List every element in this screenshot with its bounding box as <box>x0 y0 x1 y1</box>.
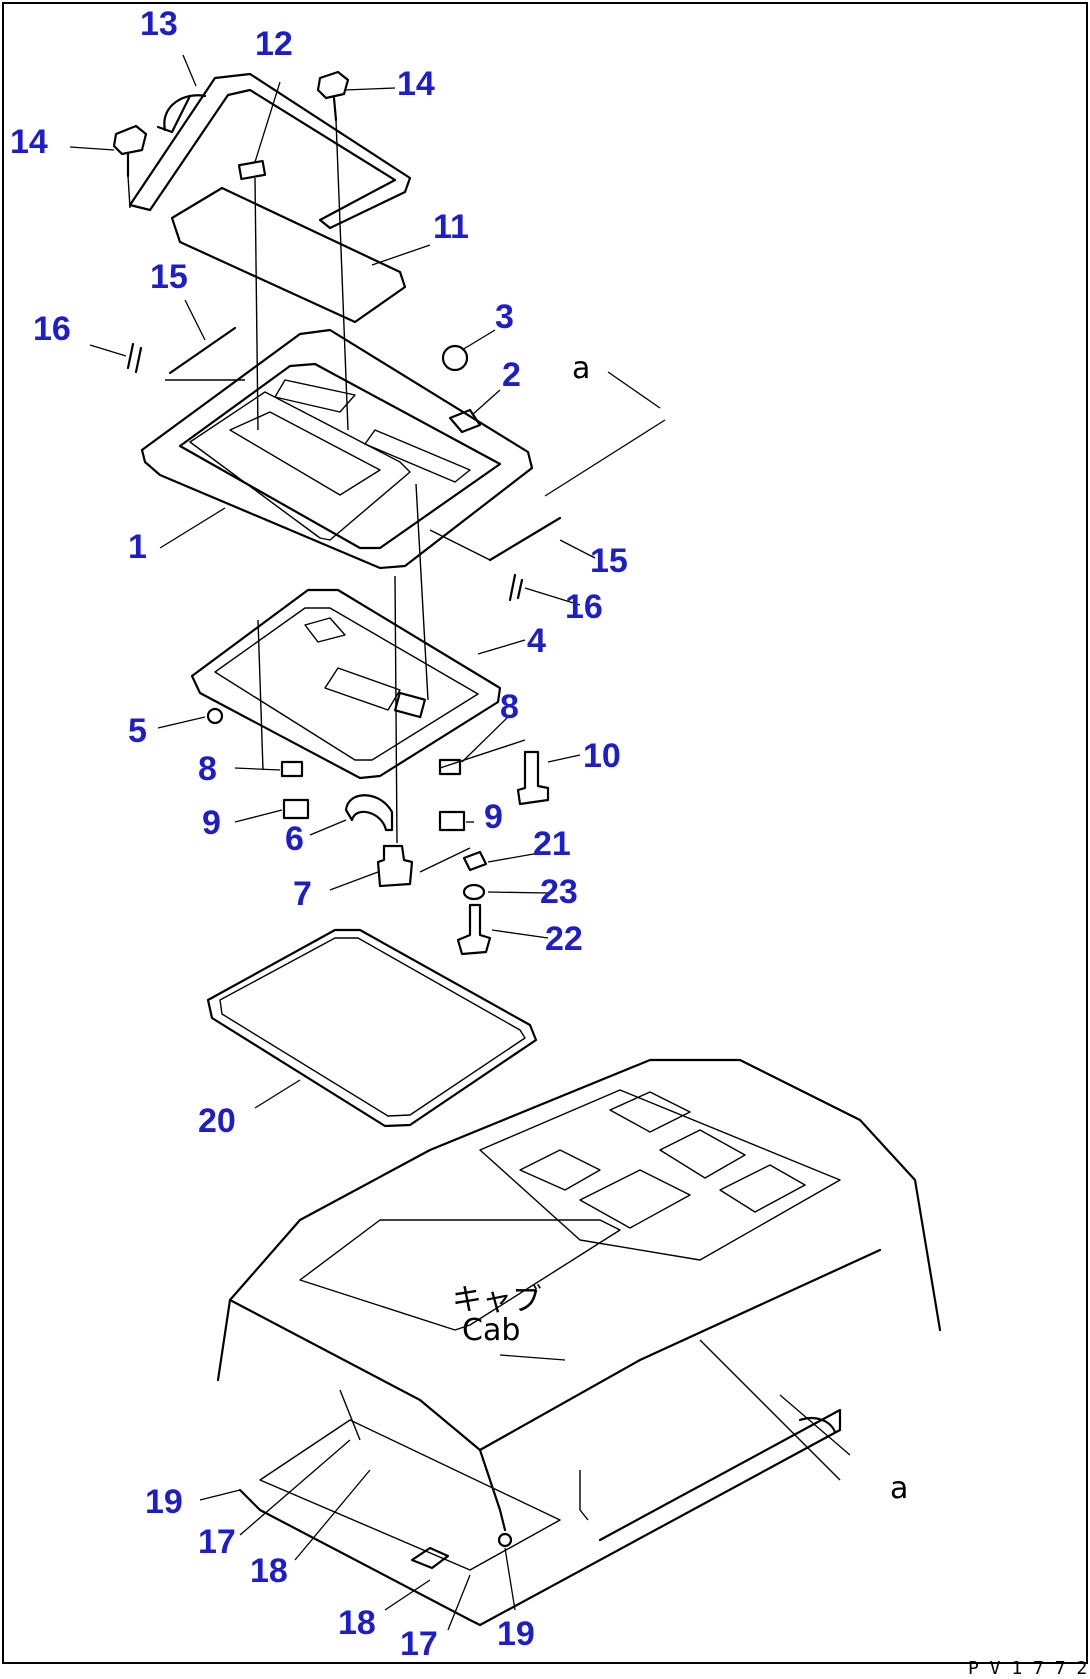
callout-18: 18 <box>250 1552 288 1590</box>
callout-13: 13 <box>140 5 178 43</box>
callout-20: 20 <box>198 1102 236 1140</box>
callout-18: 18 <box>338 1604 376 1642</box>
callout-1: 1 <box>128 528 147 566</box>
callout-9: 9 <box>202 804 221 842</box>
part-14-bolt-top <box>316 70 350 431</box>
part-9-catch-right <box>438 810 466 832</box>
callout-8: 8 <box>500 688 519 726</box>
callout-5: 5 <box>128 712 147 750</box>
part-2-clip <box>448 408 482 434</box>
callout-10: 10 <box>583 737 621 775</box>
callout-9: 9 <box>484 798 503 836</box>
part-12-bracket <box>237 159 267 431</box>
callout-labels: 13 12 14 14 11 15 16 3 2 1 15 16 4 5 8 8… <box>10 5 628 1663</box>
leader-lines <box>69 54 851 1631</box>
callout-15: 15 <box>590 542 628 580</box>
callout-16: 16 <box>33 310 71 348</box>
callout-19: 19 <box>497 1615 535 1653</box>
cab-label-en: Cab <box>462 1313 520 1348</box>
part-23-washer <box>462 883 486 901</box>
callout-21: 21 <box>533 825 571 863</box>
callout-22: 22 <box>545 920 583 958</box>
callout-16: 16 <box>565 588 603 626</box>
part-8-clip-left <box>280 760 304 778</box>
part-10-pin <box>516 750 550 806</box>
callout-3: 3 <box>495 298 514 336</box>
callout-14: 14 <box>10 123 48 161</box>
part-22-bolt <box>456 903 492 956</box>
drawing-code: P V 1 7 7 2 0 <box>968 1658 1090 1679</box>
part-15-rod-upper <box>165 326 245 381</box>
part-5-nut <box>206 707 224 725</box>
part-4-inner-frame <box>190 588 502 780</box>
part-15-rod-lower <box>429 516 562 562</box>
section-marker-lower: a <box>890 1471 908 1506</box>
part-9-catch-left <box>282 798 310 820</box>
part-14-bolt-left <box>112 124 148 209</box>
callout-14: 14 <box>397 65 435 103</box>
callout-11: 11 <box>433 208 469 246</box>
callout-17: 17 <box>198 1523 236 1561</box>
callout-19: 19 <box>145 1483 183 1521</box>
callout-12: 12 <box>255 25 293 63</box>
part-3-grommet <box>441 344 469 372</box>
callout-4: 4 <box>527 622 546 660</box>
cab-label-jp: キャブ <box>452 1283 542 1318</box>
callout-7: 7 <box>293 875 312 913</box>
callout-8: 8 <box>198 750 217 788</box>
part-7-knob <box>376 844 414 888</box>
cab-roof-assembly <box>216 1058 942 1627</box>
callout-6: 6 <box>285 820 304 858</box>
callout-17: 17 <box>400 1625 438 1663</box>
callout-15: 15 <box>150 258 188 296</box>
part-13-cover <box>128 72 412 230</box>
part-6-handle <box>344 794 394 832</box>
section-marker-upper: a <box>572 351 590 386</box>
part-16-pin-lower <box>508 573 524 602</box>
callout-2: 2 <box>502 356 521 394</box>
part-20-seal <box>206 928 538 1128</box>
part-8-clip-right <box>438 758 462 776</box>
part-16-pin-upper <box>126 342 143 374</box>
small-hardware <box>257 483 550 956</box>
callout-23: 23 <box>540 873 578 911</box>
part-21-nut <box>462 850 488 872</box>
part-1-roof-frame <box>140 328 534 570</box>
part-11-sheet <box>170 186 407 324</box>
